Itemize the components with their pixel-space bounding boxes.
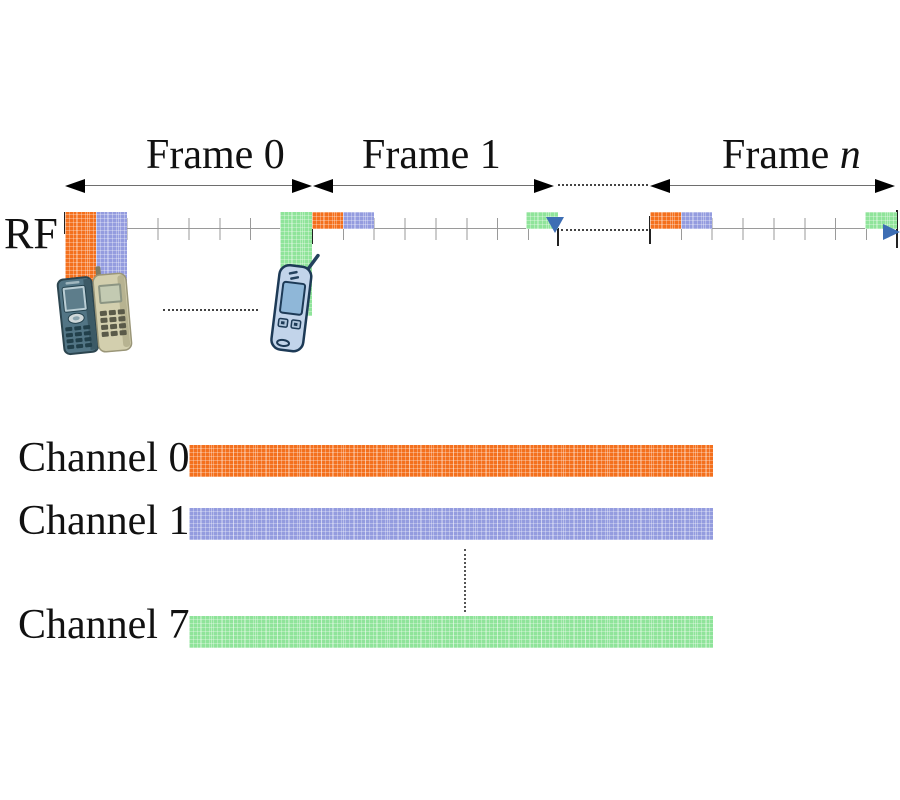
frame-ellipsis-dotted-line [558,184,648,186]
frame-0-span-line [68,185,294,186]
frame-n-span-line [670,185,876,186]
rf-axis-label: RF [4,209,58,258]
hop-marker-triangle-down-icon [546,217,564,233]
channel-7-bar [189,616,713,648]
framen-slot0-channel0-block [650,212,681,229]
hop-marker-triangle-right-icon [883,224,900,240]
frame-1-arrowhead-right-icon [534,179,554,193]
timeline-ellipsis-dotted-line [561,229,648,231]
frame-1-arrowhead-left-icon [313,179,333,193]
frame1-slot0-channel0-block [312,212,343,229]
candybar-phone-icon [56,276,100,356]
channel-1-bar [189,508,713,540]
frame-n-slot-ticks [650,218,898,240]
phones-ellipsis-dotted-line [163,309,258,311]
frame-1-span-line [333,185,535,186]
frame-0-arrowhead-left-icon [65,179,85,193]
frame-0-label-prefix: Frame [146,132,264,178]
frame-n-start-tick [649,216,651,244]
frame-n-label-num: n [839,132,861,178]
frame1-slot1-channel1-block [343,212,374,229]
channel-7-label: Channel 7 [18,602,190,648]
frame-1-label: Frame 1 [362,134,501,176]
frame-1-label-num: 1 [479,132,501,178]
channels-ellipsis-dotted-line [464,549,466,612]
frame0-slot0-channel0-block [65,212,96,283]
frame-0-label-num: 0 [263,132,285,178]
frame-n-arrowhead-right-icon [875,179,895,193]
frame-0-label: Frame 0 [146,134,285,176]
framen-slot1-channel1-block [681,212,712,229]
frame-0-arrowhead-right-icon [292,179,312,193]
frame-1-end-tick [557,228,559,246]
channel-1-label: Channel 1 [18,498,190,544]
frame-n-arrowhead-left-icon [650,179,670,193]
frame-n-label: Frame n [722,134,861,176]
frame-1-label-prefix: Frame [362,132,480,178]
channel-0-label: Channel 0 [18,435,190,481]
frame-0-slot-ticks [65,218,313,240]
channel-0-bar [189,445,713,477]
slim-phone-icon [270,253,320,353]
keypad-phone-icon [92,266,133,353]
frame-n-label-prefix: Frame [722,132,840,178]
